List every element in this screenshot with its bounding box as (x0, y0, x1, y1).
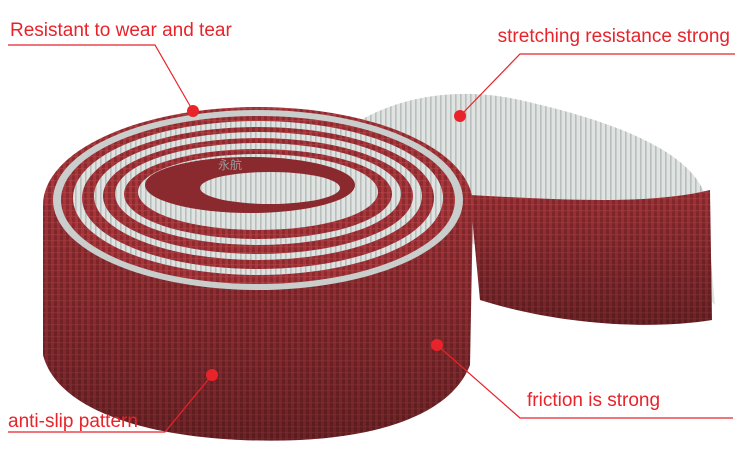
callout-stretch-resistance: stretching resistance strong (497, 26, 730, 47)
callout-wear-resistance: Resistant to wear and tear (10, 20, 232, 41)
belt-coil (43, 107, 473, 441)
callout-friction: friction is strong (527, 390, 661, 411)
callout-lines (8, 44, 735, 433)
callout-dots (187, 105, 466, 381)
callout-anti-slip: anti-slip pattern (8, 411, 138, 432)
watermark: 永航 (218, 158, 243, 172)
